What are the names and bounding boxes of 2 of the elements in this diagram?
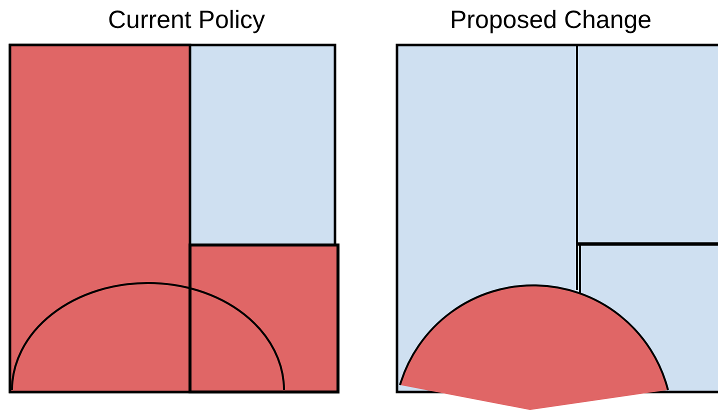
panel-heading: Current Policy: [108, 6, 265, 35]
panel-heading: Proposed Change: [450, 6, 652, 35]
